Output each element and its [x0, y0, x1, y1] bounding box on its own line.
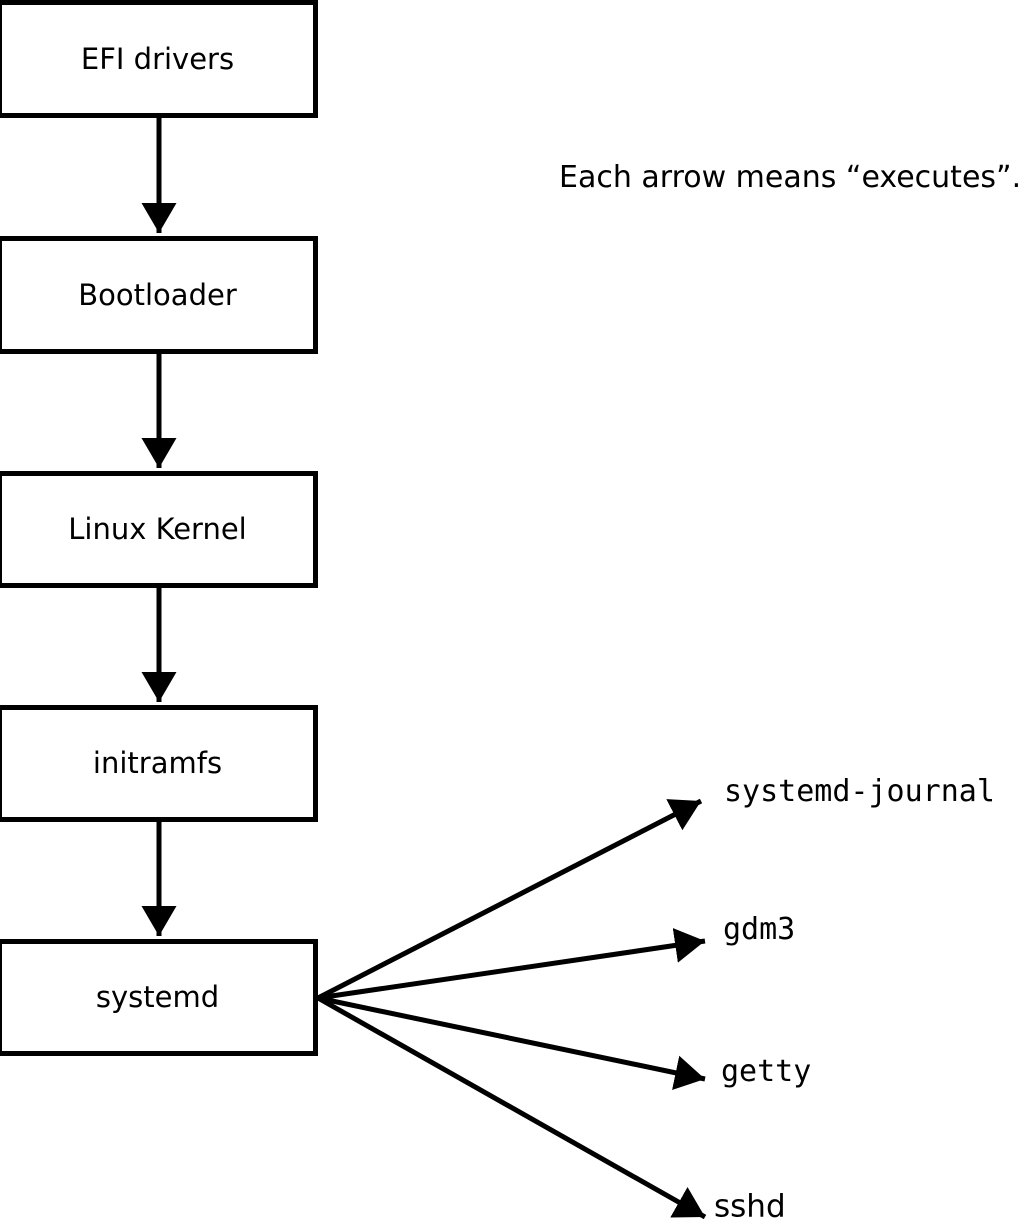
node-initramfs-label: initramfs [92, 746, 223, 780]
node-linux-kernel-label: Linux Kernel [68, 512, 247, 546]
node-systemd: systemd [0, 939, 318, 1056]
node-efi-drivers: EFI drivers [0, 0, 318, 118]
leaf-sshd: sshd [714, 1188, 786, 1225]
arrow-systemd-to-journal [316, 798, 703, 1001]
node-bootloader-label: Bootloader [78, 277, 237, 312]
node-bootloader: Bootloader [0, 236, 318, 354]
node-systemd-label: systemd [95, 980, 220, 1014]
arrow-systemd-to-getty [317, 995, 706, 1090]
leaf-gdm3: gdm3 [723, 912, 796, 947]
node-linux-kernel: Linux Kernel [0, 471, 318, 588]
arrow-systemd-to-sshd [316, 995, 707, 1220]
arrow-systemd-to-gdm3 [317, 928, 706, 1001]
leaf-getty: getty [721, 1054, 812, 1089]
node-efi-drivers-label: EFI drivers [80, 41, 235, 76]
node-initramfs: initramfs [0, 705, 318, 822]
leaf-systemd-journal: systemd-journal [724, 774, 995, 809]
annotation-text: Each arrow means “executes”. [559, 160, 1022, 195]
